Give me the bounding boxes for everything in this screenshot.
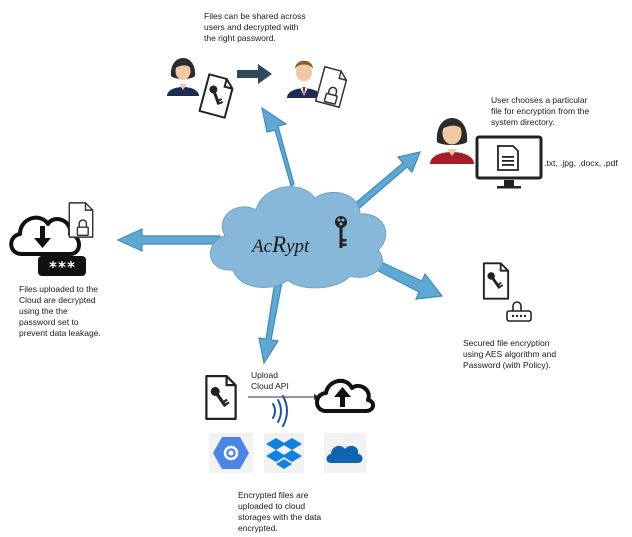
decrypt-caption-line: using the the <box>19 306 68 316</box>
upload-caption-line: uploaded to cloud <box>238 501 306 511</box>
upload-label-line: Upload <box>251 370 278 380</box>
share-caption-line: Files can be shared across <box>204 11 306 21</box>
secure-caption-line: using AES algorithm and <box>463 349 557 359</box>
wireless-icon <box>272 395 288 427</box>
document-lock-icon <box>314 65 350 109</box>
upload-caption-line: storages with the data <box>238 512 322 522</box>
central-cloud: AcRypt <box>209 186 387 289</box>
choose-file-section <box>430 118 543 189</box>
upload-caption-line: Encrypted files are <box>238 490 309 500</box>
secure-section <box>482 262 532 322</box>
person-woman-icon <box>430 118 474 164</box>
document-icon <box>482 262 510 300</box>
password-mask: *** <box>48 258 75 276</box>
acrypt-logo-text: AcRypt <box>250 232 310 257</box>
share-section <box>167 58 350 119</box>
share-caption-line: users and decrypted with <box>204 22 299 32</box>
decrypt-caption-line: prevent data leakage. <box>19 328 101 338</box>
decrypt-caption: Files uploaded to the Cloud are decrypte… <box>19 284 101 339</box>
person-man-icon <box>287 60 321 98</box>
file-formats-text: .txt, .jpg, .docx, .pdf <box>544 158 618 168</box>
share-arrow-icon <box>237 64 272 84</box>
onedrive-icon <box>324 433 366 473</box>
arrow-to-decrypt <box>116 228 221 252</box>
share-caption-line: the right password. <box>204 33 276 43</box>
document-icon <box>198 73 236 119</box>
google-cloud-icon <box>209 433 253 473</box>
person-woman-icon <box>167 58 199 96</box>
decrypt-caption-line: password set to <box>19 317 79 327</box>
document-icon <box>205 375 237 420</box>
decrypt-caption-line: Cloud are decrypted <box>19 295 96 305</box>
key-icon <box>335 216 347 248</box>
choose-file-caption: User chooses a particular file for encry… <box>491 95 589 128</box>
upload-label-line: Cloud API <box>251 381 289 391</box>
file-formats-label: .txt, .jpg, .docx, .pdf <box>544 158 618 169</box>
secure-caption-line: Secured file encryption <box>463 338 550 348</box>
secure-caption-line: Password (with Policy). <box>463 360 551 370</box>
upload-label: Upload Cloud API <box>251 370 289 392</box>
lock-icon <box>506 301 532 322</box>
upload-section <box>205 375 375 473</box>
choose-caption-line: file for encryption from the <box>491 106 590 116</box>
cloud-download-icon <box>9 215 81 256</box>
arrow-to-user <box>351 151 421 212</box>
decrypt-section: *** <box>9 202 94 276</box>
choose-caption-line: system directory. <box>491 117 555 127</box>
secure-caption: Secured file encryption using AES algori… <box>463 338 556 371</box>
share-caption: Files can be shared across users and dec… <box>204 11 306 44</box>
arrow-to-upload <box>258 280 283 365</box>
cloud-upload-icon <box>315 378 375 413</box>
arrow-to-share <box>261 106 295 187</box>
decrypt-caption-line: Files uploaded to the <box>19 284 98 294</box>
upload-caption-line: encrypted. <box>238 523 278 533</box>
choose-caption-line: User chooses a particular <box>491 95 588 105</box>
password-field-icon: *** <box>38 256 86 276</box>
dropbox-icon <box>264 433 304 473</box>
upload-caption: Encrypted files are uploaded to cloud st… <box>238 490 321 534</box>
monitor-icon <box>475 135 543 189</box>
document-lock-icon <box>68 202 94 238</box>
